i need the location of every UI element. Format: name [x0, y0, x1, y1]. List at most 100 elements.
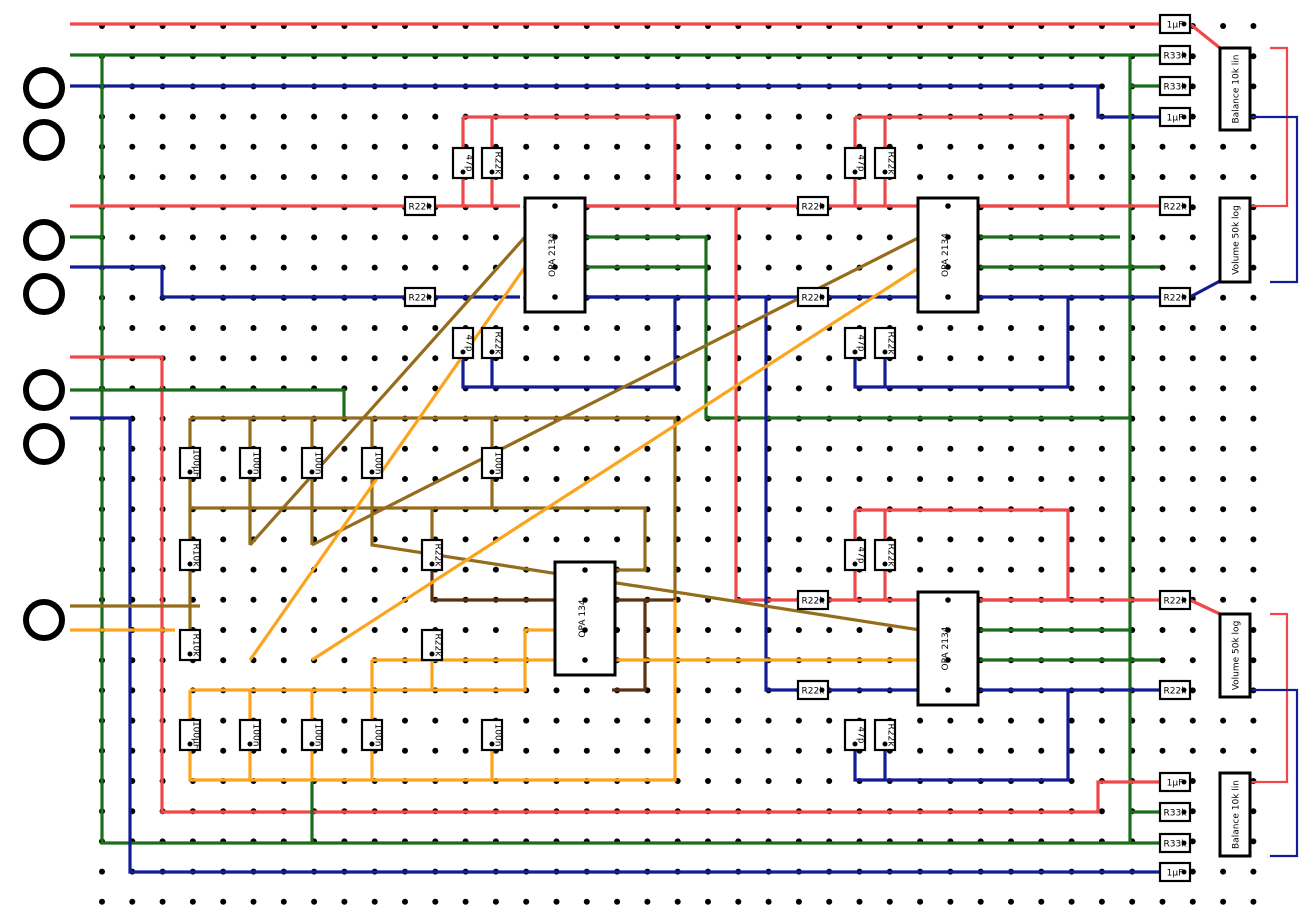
part-r22k[interactable]: R22k: [873, 538, 897, 572]
ic-ic_opa2134[interactable]: OPA 2134: [523, 196, 587, 314]
pot-pot_balance[interactable]: Balance 10k lin: [1218, 771, 1252, 858]
hole: [795, 143, 802, 150]
resistor-c_1uF[interactable]: 1µF: [1158, 106, 1192, 128]
resistor-r22k[interactable]: R22k: [796, 589, 830, 611]
hole: [1159, 355, 1166, 362]
ic-ic_opa2134[interactable]: OPA 2134: [916, 590, 980, 707]
hole: [553, 445, 560, 452]
part-c_47p[interactable]: 47p: [451, 326, 475, 360]
jack-icon[interactable]: [23, 219, 65, 261]
resistor-r22k[interactable]: R22k: [403, 195, 437, 217]
hole: [705, 778, 711, 784]
hole: [917, 747, 924, 754]
resistor-r22k[interactable]: R22k: [1158, 679, 1192, 701]
part-r22k[interactable]: R22k: [873, 146, 897, 180]
resistor-r22k[interactable]: R22k: [796, 286, 830, 308]
component-label: R22k: [409, 203, 433, 213]
hole: [341, 355, 348, 362]
hole: [1038, 174, 1045, 180]
resistor-c_1uF[interactable]: 1µF: [1158, 771, 1192, 793]
resistor-r33k[interactable]: R33k: [1158, 44, 1192, 66]
part-c_100n[interactable]: 100n: [300, 446, 324, 480]
resistor-r22k[interactable]: R22k: [796, 195, 830, 217]
part-c_100n[interactable]: 100n: [480, 446, 504, 480]
part-r22k[interactable]: R22k: [480, 146, 504, 180]
hole: [341, 325, 348, 331]
part-c_47p[interactable]: 47p: [843, 538, 867, 572]
resistor-r22k[interactable]: R22k: [1158, 195, 1192, 217]
hole: [674, 898, 681, 905]
part-r10k[interactable]: R10k: [178, 538, 202, 572]
hole: [705, 174, 711, 180]
jack-icon[interactable]: [23, 369, 65, 411]
part-c_100n[interactable]: 100n: [238, 446, 262, 480]
part-c_100n[interactable]: 100n: [360, 446, 384, 480]
hole: [159, 898, 166, 905]
hole: [280, 627, 287, 633]
resistor-r22k[interactable]: R22k: [1158, 589, 1192, 611]
part-c_100uF[interactable]: 100µF: [178, 446, 202, 480]
jack-icon[interactable]: [23, 119, 65, 161]
part-c_47p[interactable]: 47p: [451, 146, 475, 180]
hole: [371, 596, 378, 603]
hole: [1159, 264, 1166, 271]
component-label: 47p: [856, 154, 866, 171]
pot-pot_balance[interactable]: Balance 10k lin: [1218, 46, 1252, 132]
part-c_100n[interactable]: 100n: [300, 718, 324, 752]
jack-icon[interactable]: [23, 599, 65, 641]
component-body: [1158, 589, 1192, 611]
part-r22k[interactable]: R22k: [873, 718, 897, 752]
part-c_100n[interactable]: 100n: [480, 718, 504, 752]
part-c_100uF[interactable]: 100µF: [178, 718, 202, 752]
part-r22k[interactable]: R22k: [420, 538, 444, 572]
resistor-r22k[interactable]: R22k: [1158, 286, 1192, 308]
resistor-r33k[interactable]: R33k: [1158, 832, 1192, 854]
hole: [795, 898, 802, 905]
part-c_100n[interactable]: 100n: [238, 718, 262, 752]
part-r22k[interactable]: R22k: [420, 628, 444, 662]
component-body: [420, 538, 444, 572]
part-c_47p[interactable]: 47p: [843, 718, 867, 752]
part-r10k[interactable]: R10k: [178, 628, 202, 662]
hole: [795, 113, 802, 120]
hole: [1220, 536, 1227, 543]
part-c_47p[interactable]: 47p: [843, 326, 867, 360]
pot-pot_volume[interactable]: Volume 50k log: [1218, 196, 1252, 284]
hole: [553, 687, 560, 694]
hole: [1181, 21, 1187, 27]
hole: [947, 355, 954, 362]
hole: [220, 747, 227, 754]
resistor-r22k[interactable]: R22k: [403, 286, 437, 308]
resistor-r22k[interactable]: R22k: [796, 679, 830, 701]
hole: [523, 325, 530, 331]
part-r22k[interactable]: R22k: [873, 326, 897, 360]
hole: [1159, 898, 1166, 905]
part-c_100n[interactable]: 100n: [360, 718, 384, 752]
part-c_47p[interactable]: 47p: [843, 146, 867, 180]
part-r22k[interactable]: R22k: [480, 326, 504, 360]
ic-ic_opa134[interactable]: OPA 134: [553, 560, 617, 677]
hole: [826, 113, 833, 120]
resistor-r33k[interactable]: R33k: [1158, 75, 1192, 97]
pot-pot_volume[interactable]: Volume 50k log: [1218, 612, 1252, 699]
jack-icon[interactable]: [23, 67, 65, 109]
jack-icon[interactable]: [23, 423, 65, 465]
hole: [492, 566, 499, 573]
hole: [432, 234, 439, 241]
hole: [1250, 747, 1257, 754]
hole: [945, 627, 951, 633]
resistor-c_1uF[interactable]: 1µF: [1158, 861, 1192, 883]
hole: [945, 294, 951, 300]
hole: [432, 143, 439, 150]
hole: [553, 325, 560, 331]
jack-icon[interactable]: [23, 273, 65, 315]
hole: [735, 143, 742, 150]
component-label: 47p: [856, 726, 866, 743]
ic-ic_opa2134[interactable]: OPA 2134: [916, 196, 980, 314]
resistor-c_1uF[interactable]: 1µF: [1158, 13, 1192, 35]
wiring-layer: [70, 22, 1299, 874]
hole: [1008, 143, 1014, 150]
resistor-r33k[interactable]: R33k: [1158, 801, 1192, 823]
hole: [819, 203, 825, 209]
hole: [1068, 506, 1075, 513]
